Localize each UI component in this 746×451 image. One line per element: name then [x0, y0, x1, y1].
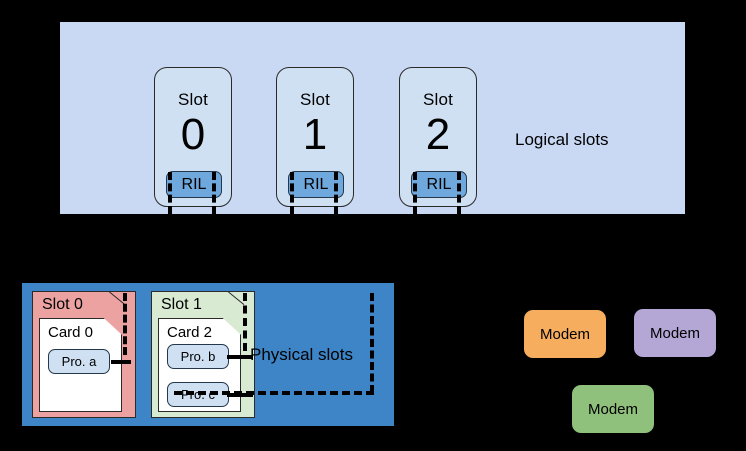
logical-slot-2-word: Slot [422, 90, 454, 109]
logical-slot-2-number: 2 [425, 110, 451, 159]
profile-pro-c-connector [227, 393, 253, 397]
logical-slot-1-number: 1 [302, 110, 328, 159]
ril-connector-2a [413, 172, 417, 214]
logical-slot-1-word: Slot [299, 90, 331, 109]
physical-bus-right-vertical [370, 293, 374, 393]
physical-slots-label: Physical slots [250, 345, 353, 364]
profile-pro-b-connector [227, 355, 253, 359]
profile-pro-a-connector [111, 360, 131, 364]
ril-connector-2b [457, 172, 461, 214]
physical-bus-slot0-vertical [123, 293, 127, 355]
physical-slot-0[interactable]: Slot 0 Card 0 Pro. a [32, 278, 136, 418]
logical-slot-0[interactable]: Slot 0 RIL [154, 67, 232, 207]
ril-connector-0b [212, 172, 216, 214]
physical-slot-1-label: Slot 1 [161, 296, 202, 313]
logical-slot-2[interactable]: Slot 2 RIL [399, 67, 477, 207]
ril-connector-0a [168, 172, 172, 214]
physical-slot-1[interactable]: Slot 1 Card 2 Pro. b Pro. c [151, 278, 255, 418]
logical-slot-0-word: Slot [177, 90, 209, 109]
physical-bus-bottom-horizontal [174, 391, 374, 395]
modem-0[interactable]: Modem [524, 310, 606, 358]
physical-bus-slot1-vertical [243, 293, 247, 351]
sim-card-0-label: Card 0 [48, 324, 94, 341]
physical-slot-0-label: Slot 0 [42, 296, 83, 313]
logical-slots-panel: Slot 0 RIL Slot 1 RIL Slot 2 RIL Logical… [60, 22, 685, 214]
sim-card-1[interactable]: Card 2 Pro. b Pro. c [158, 318, 241, 412]
ril-connector-1b [334, 172, 338, 214]
sim-card-1-label: Card 2 [167, 324, 213, 341]
modem-2[interactable]: Modem [572, 385, 654, 433]
modem-1[interactable]: Modem [634, 309, 716, 357]
sim-card-1-notch-icon [228, 278, 255, 305]
logical-slot-0-number: 0 [180, 110, 206, 159]
ril-connector-1a [290, 172, 294, 214]
sim-card-0[interactable]: Card 0 Pro. a [39, 318, 122, 412]
physical-slots-panel: Slot 0 Card 0 Pro. a Slot 1 Card 2 Pro. … [22, 278, 394, 426]
logical-slots-label: Logical slots [515, 130, 609, 149]
logical-slot-1[interactable]: Slot 1 RIL [276, 67, 354, 207]
profile-pro-b[interactable]: Pro. b [167, 344, 229, 369]
profile-pro-a[interactable]: Pro. a [48, 349, 110, 374]
